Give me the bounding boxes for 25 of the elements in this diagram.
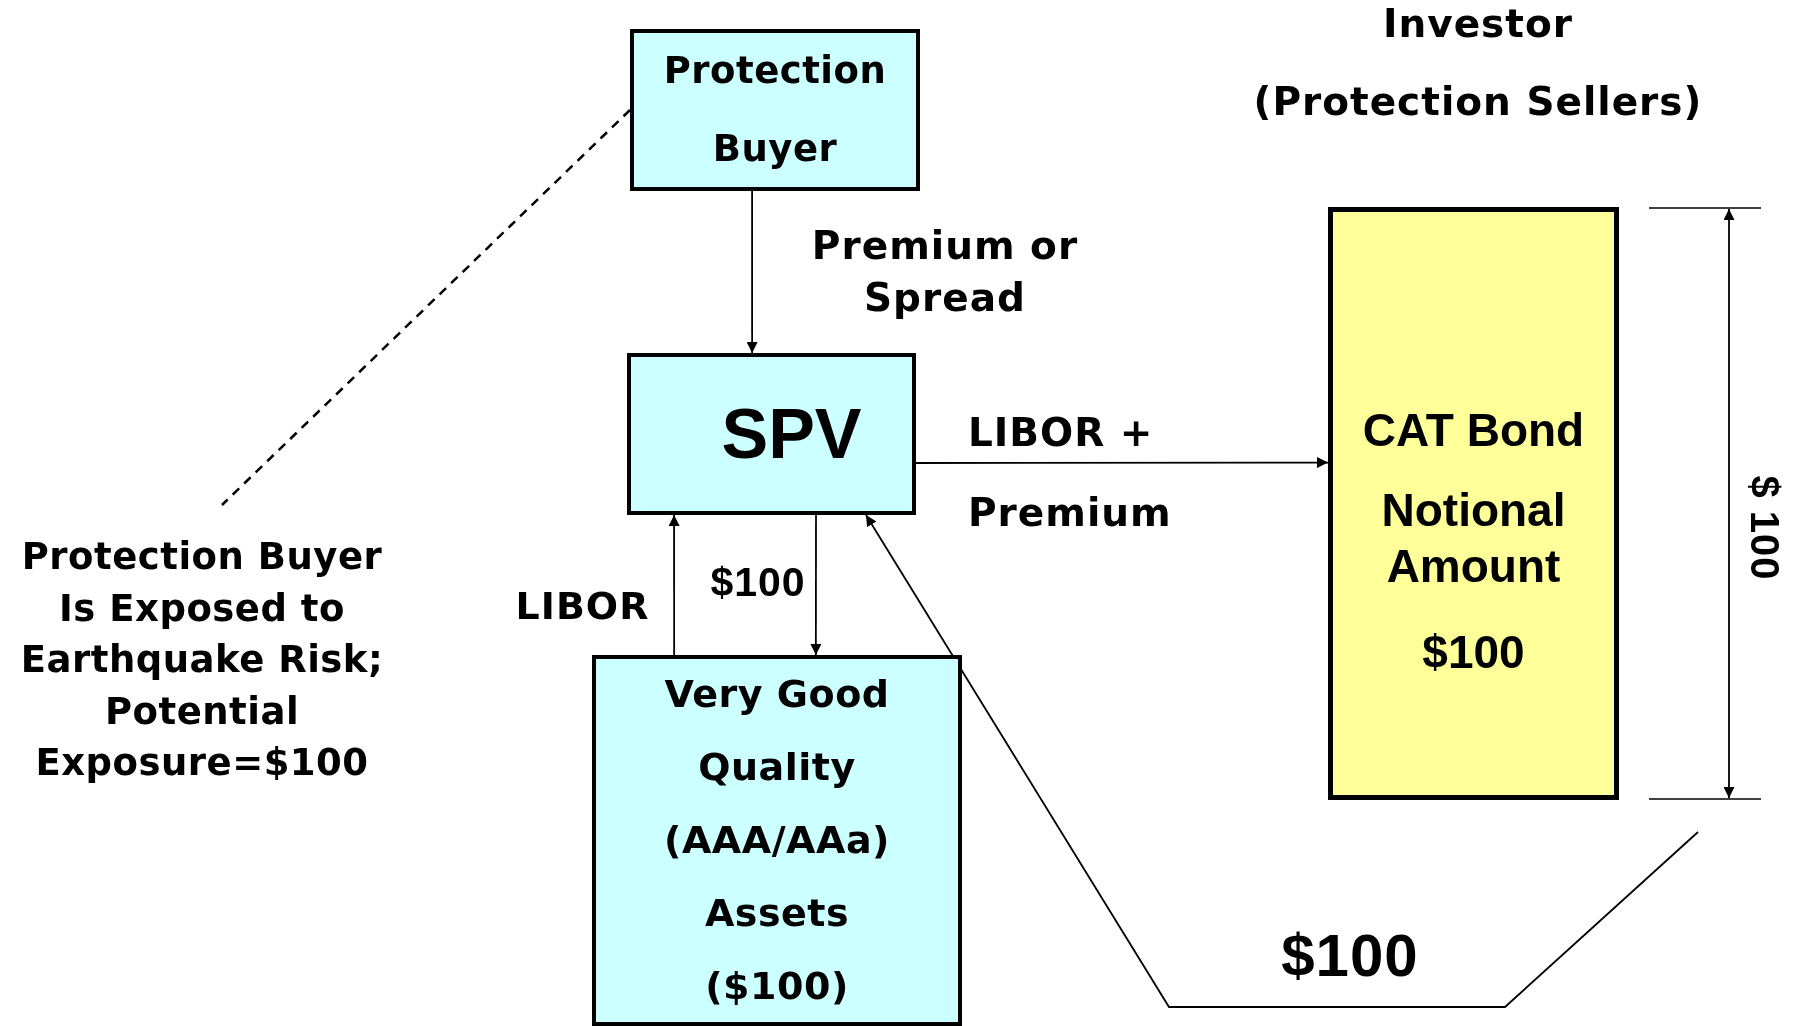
- heading-text: (Protection Sellers): [1252, 78, 1704, 126]
- bond-box: [1328, 207, 1619, 800]
- box-text: $100: [1422, 624, 1525, 680]
- arrow: [668, 514, 680, 656]
- edge-label: LIBOR: [514, 583, 651, 630]
- arrow: [746, 190, 758, 354]
- arrow: [865, 514, 1699, 1008]
- note-text: Protection Buyer Is Exposed to Earthquake Risk; Potential Exposure=$100: [19, 534, 385, 787]
- edge-label: $100: [1280, 921, 1420, 991]
- edge-label: $100: [709, 558, 807, 606]
- dimension-label: $ 100: [1742, 474, 1788, 583]
- box-title: CAT Bond: [1362, 402, 1585, 458]
- box-title: SPV: [721, 395, 862, 473]
- process-box: [592, 655, 962, 1026]
- arrow: [915, 457, 1329, 469]
- heading-text: Investor: [1381, 0, 1574, 48]
- edge-label: LIBOR + Premium: [968, 409, 1173, 537]
- process-box: [627, 353, 916, 515]
- arrow: [810, 514, 822, 656]
- dashed-line: [221, 109, 631, 506]
- box-title: Very Good Quality (AAA/AAa) Assets ($100): [663, 671, 891, 1010]
- process-box: [630, 29, 920, 191]
- box-title: Protection Buyer: [662, 48, 888, 172]
- edge-label: Premium or Spread: [810, 222, 1080, 322]
- box-text: Notional Amount: [1380, 482, 1567, 594]
